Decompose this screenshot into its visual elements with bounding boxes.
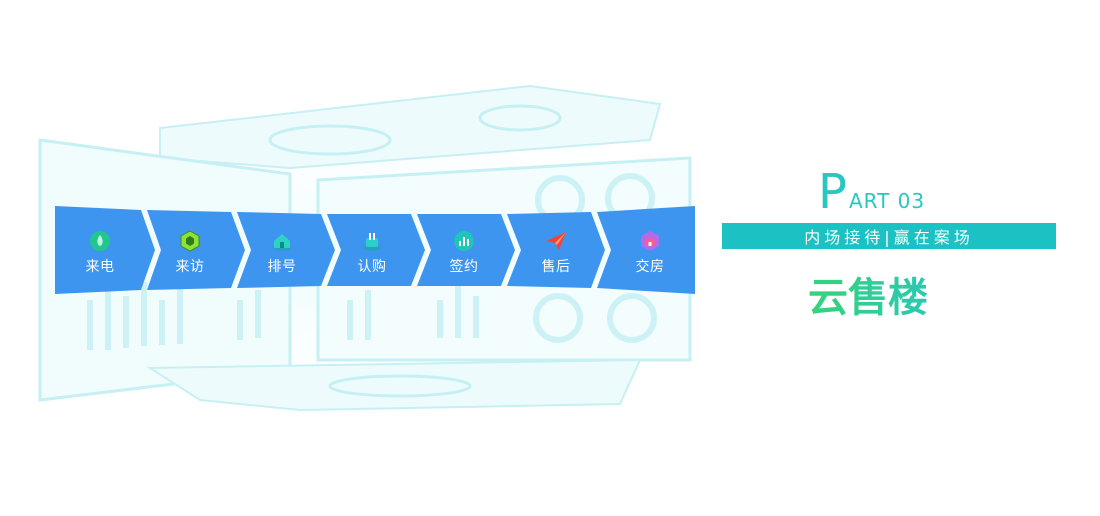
flow-step-sign: 签约: [419, 206, 509, 294]
flow-step-after-sales: 售后: [511, 206, 601, 294]
process-flow: 来电 来访 排号 认购 签约 售后 交房: [55, 206, 695, 294]
product-name: 云售楼: [808, 272, 978, 324]
leaf-drop-icon: [88, 229, 112, 253]
house-icon: [270, 229, 294, 253]
flow-step-visit: 来访: [145, 206, 235, 294]
flow-step-label: 签约: [449, 259, 479, 275]
part-title: P ART 03: [818, 166, 1018, 216]
flow-step-queue: 排号: [237, 206, 327, 294]
flow-step-call: 来电: [55, 206, 145, 294]
flow-step-label: 认购: [357, 259, 387, 275]
flow-step-label: 交房: [635, 259, 665, 275]
flow-step-label: 来访: [175, 259, 205, 275]
cube-icon: [178, 229, 202, 253]
flow-step-handover: 交房: [605, 206, 695, 294]
flow-step-label: 排号: [267, 259, 297, 275]
tagline-banner: 内场接待|赢在案场: [722, 223, 1056, 249]
fork-icon: [360, 229, 384, 253]
part-letter: P: [818, 164, 847, 220]
flow-step-label: 来电: [85, 259, 115, 275]
chart-icon: [452, 229, 476, 253]
paper-plane-icon: [544, 229, 568, 253]
flow-step-subscribe: 认购: [327, 206, 417, 294]
part-number: ART 03: [848, 189, 926, 213]
flow-step-label: 售后: [541, 259, 571, 275]
home-shield-icon: [638, 229, 662, 253]
